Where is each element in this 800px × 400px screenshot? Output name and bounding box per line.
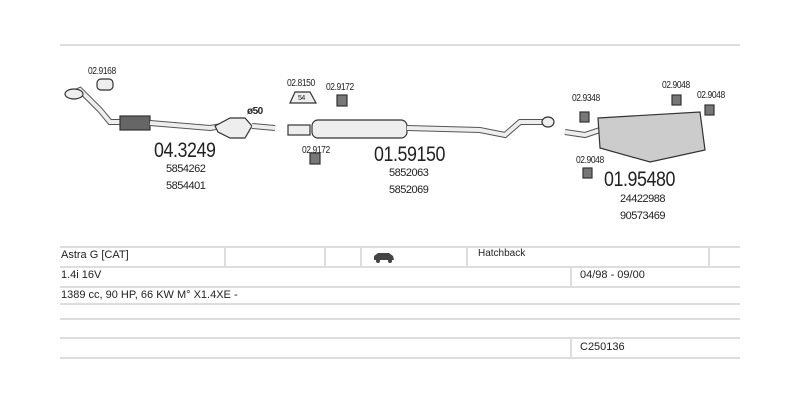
middle-silencer-icon	[311, 119, 408, 139]
catalyst-icon	[214, 117, 253, 139]
oem-number: 5854262	[166, 163, 206, 175]
rubber-mount-icon	[671, 94, 682, 106]
accessory-number[interactable]: 02.9048	[576, 155, 604, 166]
accessory-number[interactable]: 02.9048	[662, 80, 690, 91]
engine: 1.4i 16V	[61, 269, 102, 281]
connector-pipe-icon	[287, 124, 311, 136]
body-type: Hatchback	[478, 248, 526, 259]
front-flange-icon	[64, 88, 84, 100]
mounting-rubber-icon	[96, 78, 114, 91]
accessory-number[interactable]: 02.8150	[287, 78, 315, 89]
production-years: 04/98 - 09/00	[580, 269, 645, 281]
engine-specs: 1389 cc, 90 HP, 66 KW M° X1.4XE -	[61, 289, 238, 301]
rubber-mount-icon	[704, 104, 715, 116]
diagram-code: C250136	[580, 341, 625, 353]
divider	[60, 286, 740, 288]
rubber-mount-icon	[336, 94, 348, 107]
accessory-number[interactable]: 02.9172	[302, 145, 330, 156]
divider	[60, 44, 740, 46]
vehicle-model: Astra G [CAT]	[61, 249, 129, 261]
rubber-mount-icon	[582, 167, 593, 179]
pipe-flange-icon	[541, 116, 555, 128]
divider	[60, 246, 740, 248]
accessory-number[interactable]: 02.9172	[326, 82, 354, 93]
rear-silencer-icon	[597, 111, 706, 163]
divider	[60, 266, 740, 268]
accessory-number[interactable]: 02.9048	[697, 90, 725, 101]
divider	[60, 337, 740, 339]
clamp-size: 54	[298, 95, 305, 102]
accessory-number[interactable]: 02.9168	[88, 66, 116, 77]
part-number[interactable]: 01.59150	[374, 143, 446, 166]
oem-number: 5852069	[389, 184, 429, 196]
divider	[60, 357, 740, 359]
oem-number: 5854401	[166, 180, 206, 192]
clamp-icon	[289, 91, 318, 104]
part-number[interactable]: 04.3249	[154, 139, 216, 162]
car-icon	[374, 253, 394, 263]
divider	[60, 318, 740, 320]
oem-number: 5852063	[389, 167, 429, 179]
part-number[interactable]: 01.95480	[604, 168, 676, 191]
exhaust-system-drawing	[64, 78, 715, 179]
divider	[60, 303, 740, 305]
rubber-mount-icon	[309, 152, 321, 165]
flex-pipe-icon	[119, 115, 151, 131]
diameter-label: ø50	[247, 106, 263, 117]
oem-number: 24422988	[620, 193, 665, 205]
rubber-mount-icon	[579, 111, 590, 123]
accessory-number[interactable]: 02.9348	[572, 93, 600, 104]
oem-number: 90573469	[620, 210, 665, 222]
